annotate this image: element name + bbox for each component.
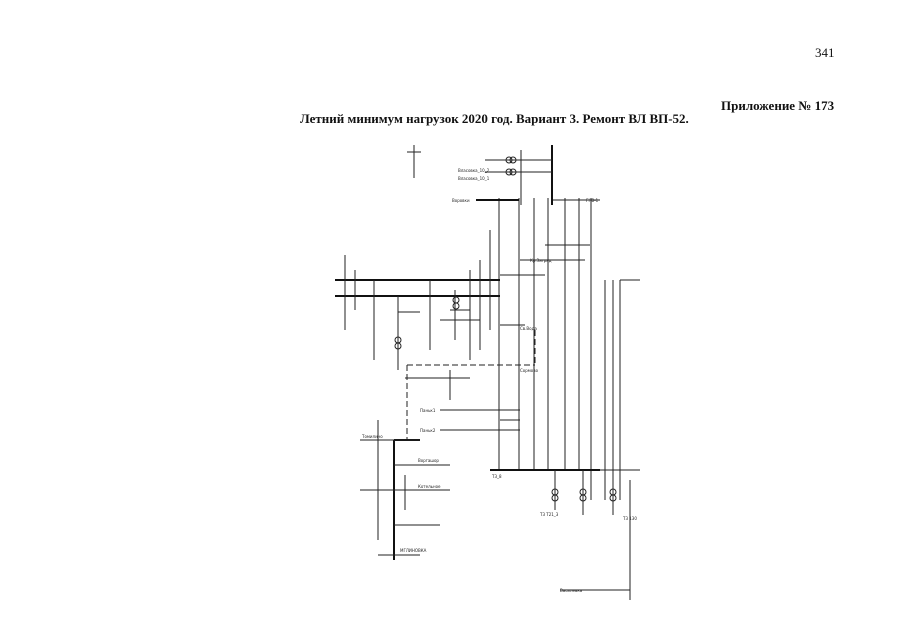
page-number: 341	[815, 45, 835, 60]
label-sormovo: Сормово	[520, 368, 539, 373]
label-t3-130: Т3 130	[622, 516, 637, 521]
appendix-label: Приложение № 173	[721, 98, 835, 113]
scheme-labels: Власовка_10_2 Власовка_10_1 Воровки ГНВ-…	[361, 168, 637, 593]
label-tomilino: Томилино	[361, 434, 383, 439]
label-t3-3: Т3 Т21_3	[539, 512, 559, 517]
label-kotelnoe: Котельное	[418, 484, 441, 489]
label-mglynovka: МГЛИНОВКА	[400, 548, 427, 553]
page-title: Летний минимум нагрузок 2020 год. Вариан…	[300, 111, 689, 126]
label-vlasovka-10-2: Власовка_10_2	[458, 168, 490, 173]
lower-network	[360, 409, 640, 591]
label-vorgashor: Воргашор	[418, 458, 439, 463]
main-vertical-lines	[498, 145, 640, 600]
label-vlasovka-10-1: Власовка_10_1	[458, 176, 490, 181]
top-transformers	[407, 145, 552, 201]
dashed-lines	[405, 330, 536, 440]
label-pansk1: Паньк1	[420, 408, 436, 413]
left-network	[335, 230, 590, 370]
label-kr-zagrad: Кр.Заград	[530, 258, 552, 263]
label-sv-voda: Св.Вода	[520, 326, 537, 331]
label-vasilevka: Василевка	[560, 588, 583, 593]
label-pansk2: Паньк2	[420, 428, 436, 433]
label-vasyavka: Воровки	[452, 198, 470, 203]
label-ghb: ГНВ-1	[586, 198, 599, 203]
label-t3-8: Т3_8	[491, 474, 502, 479]
